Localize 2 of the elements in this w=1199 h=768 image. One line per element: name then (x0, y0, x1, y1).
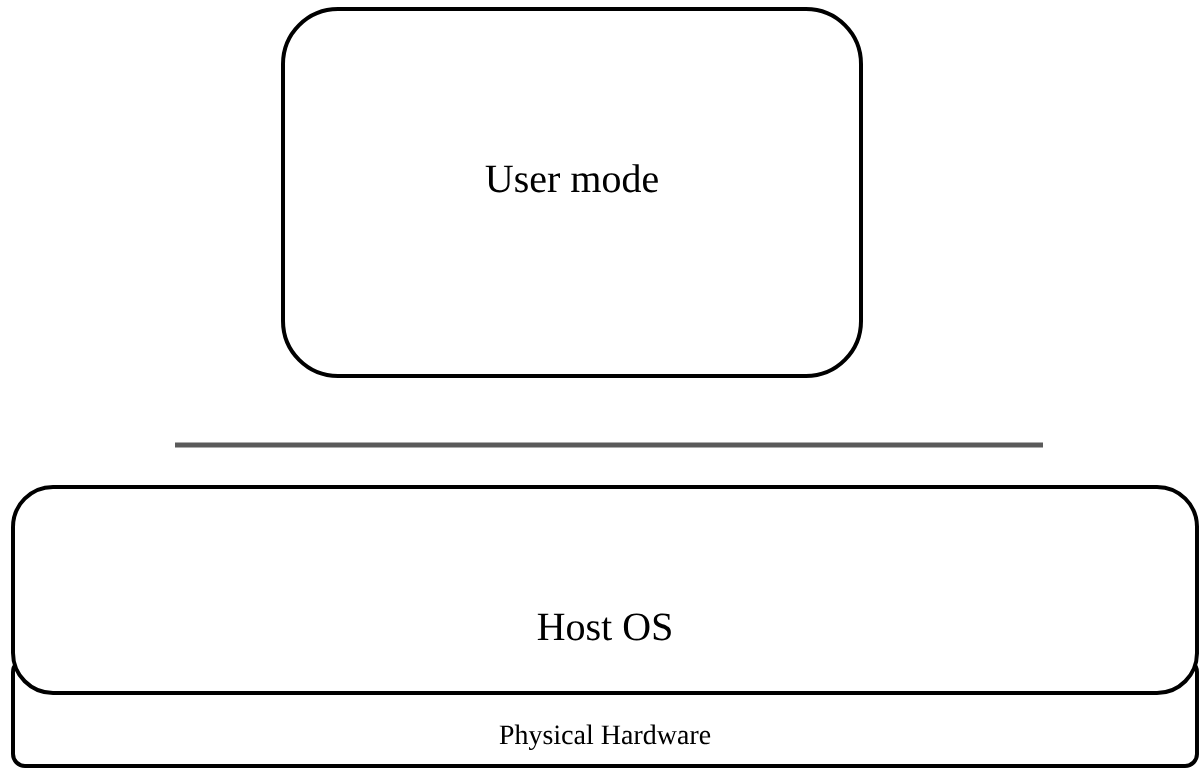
layer-box: User mode (281, 7, 863, 378)
layer-box: Host OS (11, 485, 1199, 695)
